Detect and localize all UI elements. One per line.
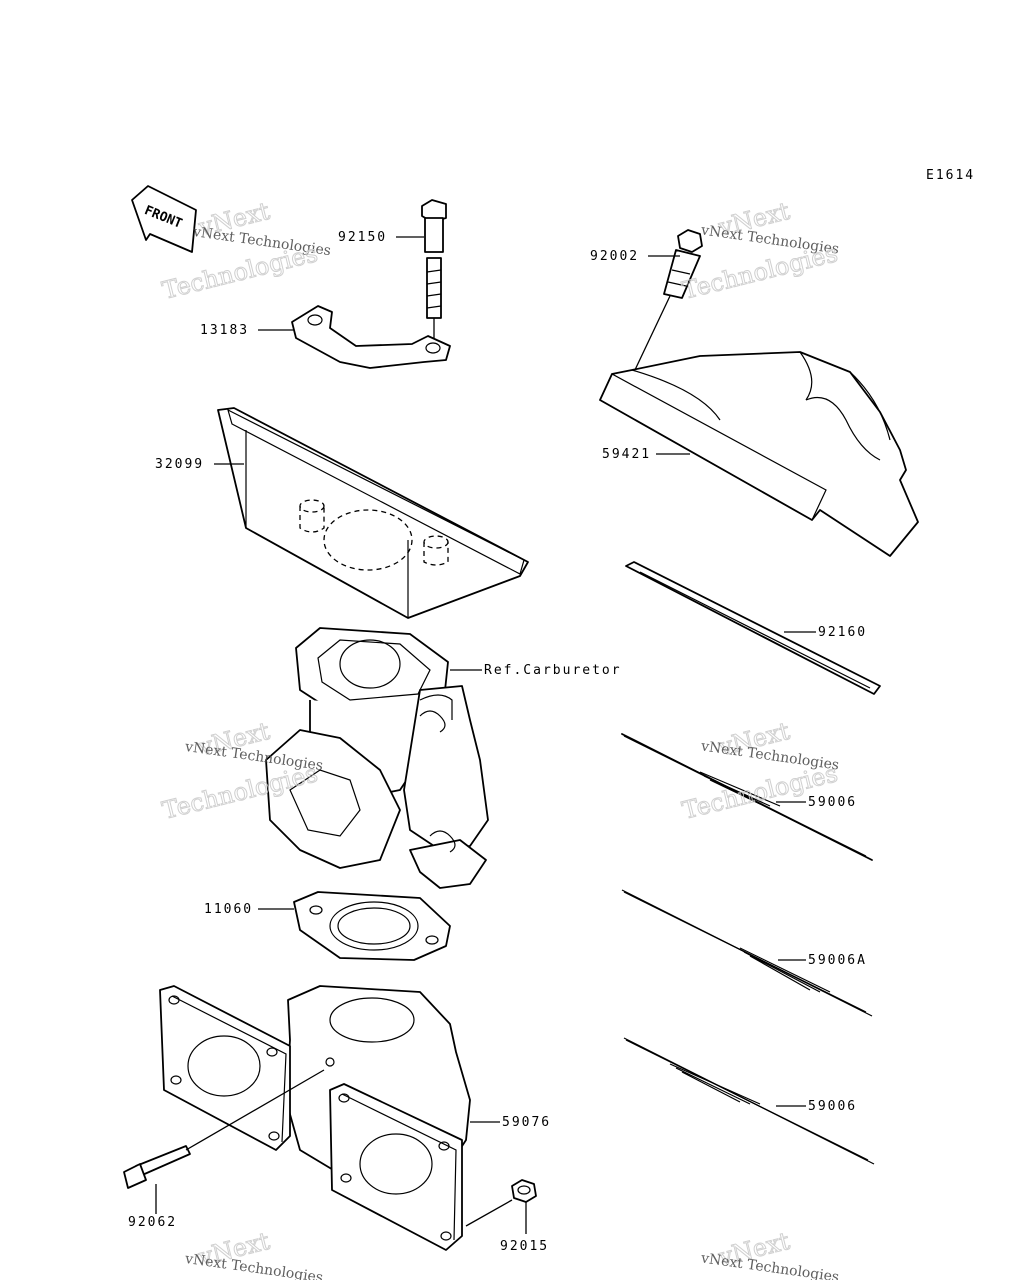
front-arrow-icon: FRONT — [131, 185, 197, 253]
ref-carburetor-label: Ref.Carburetor — [484, 663, 622, 678]
watermark-bottom-left: vNext vNext Technologies — [183, 1226, 324, 1280]
bolt-92002 — [633, 229, 703, 373]
stud-92062 — [123, 1069, 325, 1189]
svg-text:Technologies: Technologies — [679, 239, 840, 305]
label-92150: 92150 — [338, 230, 387, 245]
label-59006A: 59006A — [808, 953, 867, 968]
air-duct-cover-59421 — [599, 351, 919, 557]
gasket-11060 — [293, 891, 451, 961]
label-92062: 92062 — [128, 1215, 177, 1230]
intake-manifold-59076 — [159, 985, 471, 1251]
label-59076: 59076 — [502, 1115, 551, 1130]
label-11060: 11060 — [204, 902, 253, 917]
bracket-13183 — [291, 305, 451, 369]
label-59421: 59421 — [602, 447, 651, 462]
carburetor — [265, 627, 489, 889]
label-32099: 32099 — [155, 457, 204, 472]
bolt-92150 — [421, 199, 447, 340]
nut-92015 — [465, 1179, 537, 1227]
screen-59006A — [621, 889, 873, 1017]
label-59006-top: 59006 — [808, 795, 857, 810]
flame-arrester-32099 — [217, 407, 529, 619]
gasket-92160 — [625, 561, 881, 695]
screen-59006-top — [621, 733, 873, 861]
label-59006-bottom: 59006 — [808, 1099, 857, 1114]
watermark-bottom-right: vNext vNext Technologies — [699, 1226, 840, 1280]
screen-59006-bottom — [623, 1037, 875, 1165]
label-92002: 92002 — [590, 249, 639, 264]
svg-text:Technologies: Technologies — [679, 759, 840, 825]
figure-code: E1614 — [926, 168, 975, 183]
label-13183: 13183 — [200, 323, 249, 338]
label-92160: 92160 — [818, 625, 867, 640]
label-92015: 92015 — [500, 1239, 549, 1254]
watermark-top-right: vNext vNext Technologies Technologies — [679, 196, 841, 305]
